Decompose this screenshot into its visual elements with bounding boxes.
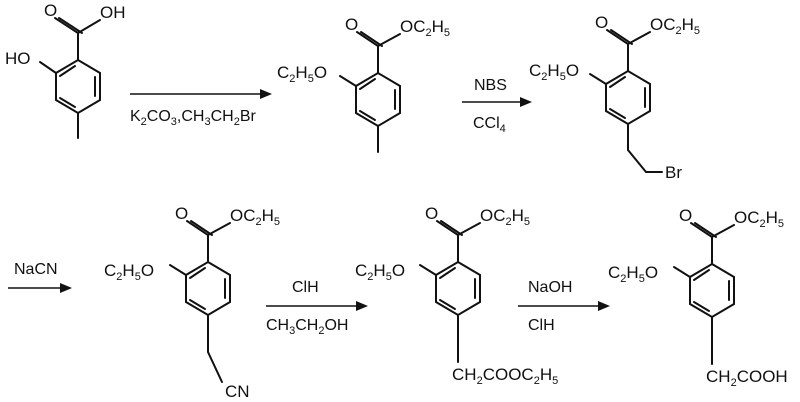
compound-4-cyanomethyl: O OC2H5 C2H5O CN — [104, 204, 280, 401]
reaction-arrow-5: NaOH ClH — [518, 279, 610, 334]
ester-group-label: OC2H5 — [480, 206, 530, 228]
aromatic-double-bonds — [693, 269, 730, 312]
carbonyl-oxygen: O — [425, 204, 438, 223]
ethoxy-group-label: C2H5O — [355, 261, 405, 283]
aromatic-double-bonds — [609, 76, 646, 119]
phenol-hydroxy-label: HO — [5, 49, 31, 68]
reaction-arrow-1: K2CO3,CH3CH2Br — [130, 89, 272, 128]
cyanomethyl-bonds — [207, 314, 223, 383]
ester-bonds — [606, 29, 651, 72]
arrow-4-reagent-below: CH3CH2OH — [266, 317, 348, 337]
ethoxy-bond — [589, 73, 607, 85]
ester-bonds — [356, 31, 401, 74]
aromatic-double-bonds — [359, 78, 396, 121]
ethoxy-bond — [419, 264, 437, 276]
carbonyl-oxygen: O — [175, 204, 188, 223]
benzene-ring — [55, 58, 101, 115]
compound-5-ethyl-acetate-side-chain: O OC2H5 C2H5O CH2COOC2H5 — [355, 204, 558, 387]
benzene-ring — [355, 71, 401, 128]
arrow-3-reagent-above: NaCN — [14, 261, 58, 278]
ethoxy-bond — [673, 266, 691, 278]
benzene-ring — [605, 69, 651, 126]
carbonyl-oxygen: O — [595, 13, 608, 32]
compound-3-bromomethyl: O OC2H5 C2H5O Br — [529, 13, 700, 182]
hydroxy-bond — [39, 61, 57, 74]
arrow-5-reagent-below: ClH — [528, 317, 555, 334]
side-chain-label: CH2COOH — [706, 367, 788, 389]
ester-group-label: OC2H5 — [734, 208, 784, 230]
benzene-ring — [435, 260, 481, 317]
acid-hydroxy-label: OH — [100, 3, 126, 22]
ester-bonds — [436, 220, 481, 263]
arrow-5-reagent-above: NaOH — [528, 279, 572, 296]
carbonyl-oxygen: O — [44, 1, 57, 20]
ethoxy-group-label: C2H5O — [277, 63, 327, 85]
ethoxy-group-label: C2H5O — [104, 261, 154, 283]
ethoxy-bond — [169, 264, 187, 276]
bromomethyl-bonds — [627, 123, 663, 173]
bromine-label: Br — [665, 163, 682, 182]
ester-bonds — [186, 220, 231, 263]
aromatic-double-bonds — [59, 65, 96, 108]
ethoxy-group-label: C2H5O — [529, 61, 579, 83]
benzene-ring — [689, 262, 735, 319]
aromatic-double-bonds — [189, 267, 226, 310]
compound-6-acetic-acid-product: O OC2H5 C2H5O CH2COOH — [608, 206, 788, 389]
compound-1-salicylic-acid: O OH HO — [5, 1, 126, 139]
arrow-2-reagent-below: CCl4 — [473, 115, 506, 135]
reaction-arrow-3: NaCN — [8, 261, 72, 293]
compound-2-ethyl-ester: O OC2H5 C2H5O — [277, 15, 450, 153]
ester-group-label: OC2H5 — [650, 15, 700, 37]
arrow-2-reagent-above: NBS — [474, 77, 507, 94]
carbonyl-oxygen: O — [679, 206, 692, 225]
ester-group-label: OC2H5 — [400, 17, 450, 39]
reaction-arrow-2: NBS CCl4 — [462, 77, 532, 135]
ester-group-label: OC2H5 — [230, 206, 280, 228]
ethoxy-bond — [339, 75, 357, 87]
reaction-arrow-4: ClH CH3CH2OH — [266, 279, 368, 337]
carboxyl-bonds — [54, 17, 101, 61]
benzene-ring — [185, 260, 231, 317]
ester-bonds — [690, 222, 735, 265]
carbonyl-oxygen: O — [345, 15, 358, 34]
side-chain-label: CH2COOC2H5 — [452, 365, 558, 387]
ethoxy-group-label: C2H5O — [608, 263, 658, 285]
arrow-4-reagent-above: ClH — [292, 279, 319, 296]
arrow-1-reagent-below: K2CO3,CH3CH2Br — [130, 108, 257, 128]
nitrile-label: CN — [225, 382, 250, 401]
aromatic-double-bonds — [439, 267, 476, 310]
